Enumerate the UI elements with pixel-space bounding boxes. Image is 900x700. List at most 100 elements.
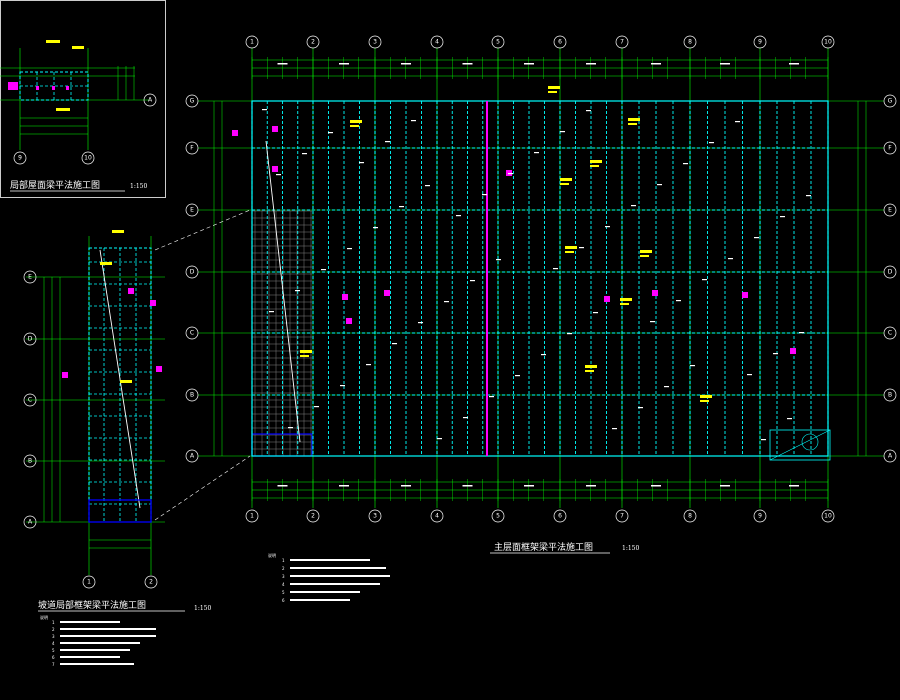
axis-bottom-5-circle [491,509,505,523]
main-note-text [290,599,350,601]
beam-label [773,353,778,355]
beam-label [340,385,345,387]
axis-right-E-circle [883,203,897,217]
annotation-text [565,251,574,253]
annotation-text [548,91,557,93]
axis-top-3-circle [368,35,382,49]
beam-label [470,280,475,282]
main-note-number: 3 [282,574,285,579]
axis-left-F-label: F [190,145,194,152]
axis-left-D-circle [185,265,199,279]
axis-top-8-label: 8 [688,39,692,46]
main-outline [251,100,829,457]
ramp-note-number: 2 [52,627,55,632]
axis-bottom-8-label: 8 [688,513,692,520]
ramp-axis-E-circle [23,270,37,284]
beam-label [321,269,326,271]
axis-left-F-circle [185,141,199,155]
ramp-axis-2-label: 2 [149,579,153,586]
annotation-text [300,350,312,353]
beam-label [302,153,307,155]
beam-label [579,247,584,249]
axis-right-C-label: C [888,330,892,337]
axis-top-10-label: 10 [824,39,832,46]
annotation-text [628,123,637,125]
axis-top-9: 9 [753,35,767,49]
beam-label [463,417,468,419]
axis-left-C-label: C [190,330,194,337]
axis-top-7-label: 7 [620,39,624,46]
main-plan-title: 主层面框架梁平法施工图 [494,541,593,553]
annotation-text [46,40,60,43]
axis-right-E: E [883,203,897,217]
main-note-text [290,559,370,561]
axis-top-5-circle [491,35,505,49]
axis-right-F: F [883,141,897,155]
ramp-diagonal-line [265,140,301,443]
dim-text-bottom [277,485,288,487]
beam-label [593,312,598,314]
beam-label [612,428,617,430]
partial-roof-scale: 1:150 [130,183,147,190]
beam-label [799,332,804,334]
beam-label [664,386,669,388]
dim-text-bottom [401,485,411,487]
beam-label [676,300,681,302]
beam-label [314,406,319,408]
beam-label [456,215,461,217]
axis-bottom-3-label: 3 [373,513,377,520]
ramp-axis-2-circle [144,575,158,589]
axis-left-G-circle [185,94,199,108]
main-note-number: 5 [282,590,285,595]
ramp-note-text [60,649,130,651]
axis-left-G-label: G [190,98,195,105]
annotation-text [560,178,572,181]
beam-label [709,142,714,144]
dim-text-bottom [462,485,473,487]
annotation-text [640,250,652,253]
beam-label [631,205,636,207]
magenta-tag [8,82,18,90]
ramp-note-text [60,642,140,644]
axis-top-3-label: 3 [373,39,377,46]
magenta-tag [742,292,748,298]
beam-label [359,162,364,164]
magenta-tag [384,290,390,296]
axis-top-6: 6 [553,35,567,49]
axis-left-A-label: A [190,453,195,460]
magenta-tag [346,318,352,324]
dim-text-top [339,63,349,65]
axis-bottom-4-circle [430,509,444,523]
beam-label [541,354,546,356]
ramp-axis-D-circle [23,332,37,346]
annotation-text [565,246,577,249]
ramp-note-number: 7 [52,662,55,667]
axis-bottom-10-circle [821,509,835,523]
axis-bottom-3-circle [368,509,382,523]
axis-top-9-label: 9 [758,39,762,46]
magenta-tag [156,366,162,372]
axis-left-A: A [185,449,199,463]
axis-bottom-5: 5 [491,509,505,523]
annotation-text [350,125,359,127]
detail-axis-A: A [143,93,157,107]
axis-left-E: E [185,203,199,217]
annotation-text [56,108,70,111]
beam-label [761,439,766,441]
axis-right-D: D [883,265,897,279]
beam-label [366,364,371,366]
annotation-text [300,355,309,357]
ramp-note-number: 3 [52,634,55,639]
beam-label [392,343,397,345]
dim-text-top [789,63,799,65]
axis-left-B: B [185,388,199,402]
main-note-number: 4 [282,582,285,587]
axis-top-1-label: 1 [250,39,254,46]
dim-text-top [462,63,473,65]
beam-label [728,258,733,260]
beam-label [586,110,591,112]
axis-bottom-6-label: 6 [558,513,562,520]
beam-label [295,290,300,292]
